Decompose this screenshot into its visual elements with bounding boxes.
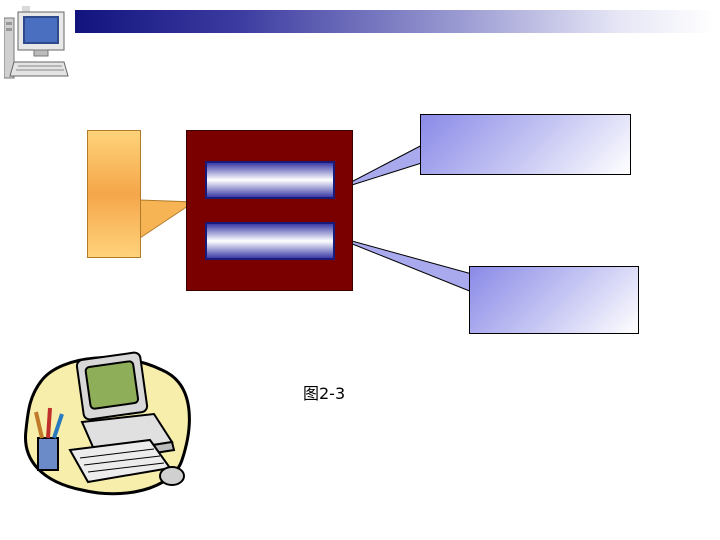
desktop-computer-clipart xyxy=(24,351,191,496)
header-gradient-bar xyxy=(75,10,715,33)
main-block xyxy=(186,130,353,291)
figure-caption: 图2-3 xyxy=(303,380,360,404)
top-component xyxy=(205,161,335,199)
figure-number: 图2-3 xyxy=(303,384,346,403)
computer-icon xyxy=(4,6,69,79)
callout-top xyxy=(420,114,631,175)
callout-bottom xyxy=(469,266,639,334)
side-label xyxy=(87,130,141,258)
bottom-component xyxy=(205,222,335,260)
